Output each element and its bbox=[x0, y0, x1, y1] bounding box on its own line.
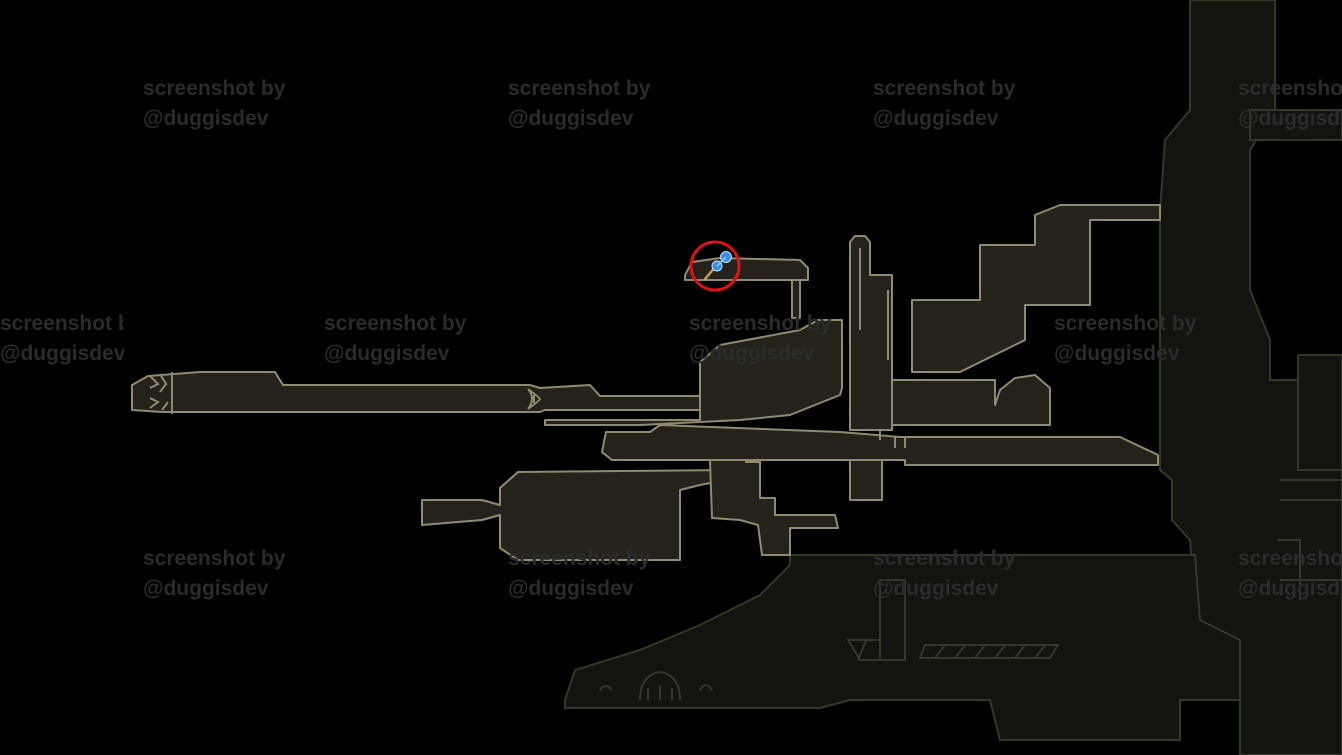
central-hall bbox=[544, 319, 843, 426]
explored-details bbox=[149, 248, 906, 463]
pin-marker[interactable] bbox=[689, 240, 741, 292]
corridor-bench-icon bbox=[527, 388, 542, 410]
central-shaft bbox=[849, 235, 893, 431]
cavern-arch bbox=[599, 684, 713, 691]
unexplored-area bbox=[564, 0, 1342, 755]
east-room bbox=[891, 374, 1051, 426]
right-rail bbox=[1278, 479, 1342, 600]
marker-ledge bbox=[684, 257, 809, 281]
explored-area bbox=[131, 204, 1161, 561]
cavern-dome-icon bbox=[639, 670, 681, 701]
stair-block bbox=[911, 204, 1161, 373]
long-western-corridor bbox=[131, 371, 701, 413]
bottom-inner-pillar bbox=[879, 579, 906, 661]
doorway-ticks bbox=[745, 430, 906, 463]
pin-item-icon bbox=[703, 251, 732, 281]
marker-highlight-circle bbox=[689, 240, 741, 292]
striped-step bbox=[846, 639, 881, 661]
lower-west-room bbox=[421, 469, 736, 561]
striped-platform bbox=[918, 644, 1060, 659]
corridor-gate-icon bbox=[149, 372, 173, 414]
shaft-separator bbox=[859, 248, 889, 360]
unexplored-details bbox=[599, 479, 1342, 701]
lower-east-corridor bbox=[709, 459, 839, 556]
ledge-drop bbox=[791, 279, 801, 319]
middle-long-passage bbox=[601, 424, 1159, 466]
right-lower-room bbox=[1297, 354, 1342, 471]
right-upper-ledge bbox=[1249, 109, 1342, 141]
